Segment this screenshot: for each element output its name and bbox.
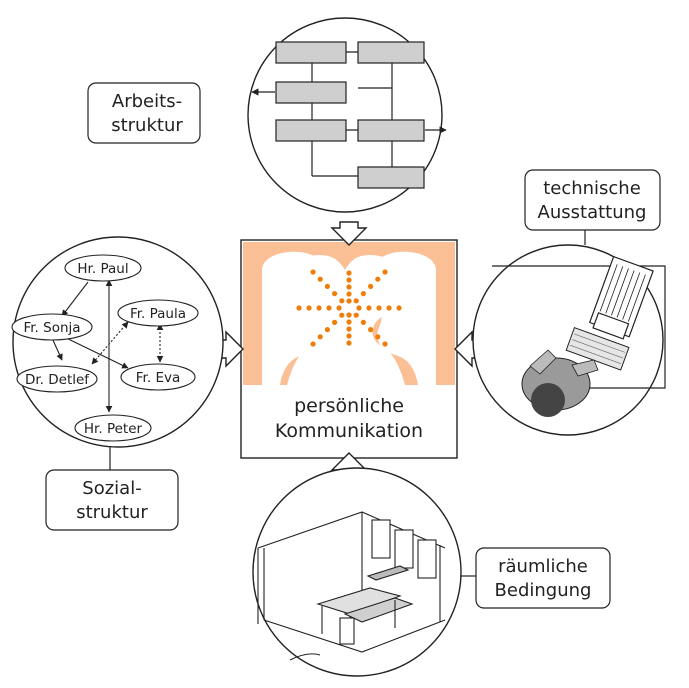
- starburst-dot: [317, 334, 323, 340]
- starburst-dot: [317, 276, 323, 282]
- starburst-dot: [346, 298, 352, 304]
- process-box: [275, 81, 347, 104]
- svg-text:Bedingung: Bedingung: [495, 580, 592, 601]
- starburst-dot: [310, 341, 316, 347]
- starburst-dot: [310, 269, 316, 275]
- starburst-dot: [324, 327, 330, 333]
- svg-text:räumliche: räumliche: [498, 556, 588, 577]
- sozialstruktur-label: Sozial- struktur: [45, 469, 179, 531]
- process-box: [275, 41, 347, 64]
- starburst-dot: [376, 305, 382, 311]
- starburst-dot: [332, 291, 338, 297]
- starburst-dot: [346, 270, 352, 276]
- starburst-dot: [324, 283, 330, 289]
- arbeitsstruktur-label: Arbeits- struktur: [87, 82, 201, 144]
- communication-starburst: [296, 269, 402, 347]
- svg-text:technische: technische: [543, 178, 641, 199]
- starburst-dot: [296, 305, 302, 311]
- starburst-dot: [360, 319, 366, 325]
- center-label-line2: Kommunikation: [275, 420, 423, 442]
- office-room-icon: [257, 511, 446, 661]
- work-structure-circle: [247, 17, 447, 213]
- starburst-dot: [356, 305, 362, 311]
- starburst-dot: [332, 319, 338, 325]
- starburst-dot: [353, 312, 359, 318]
- center-label-line1: persönliche: [294, 395, 404, 417]
- technik-label: technische Ausstattung: [524, 169, 661, 231]
- person-hr-peter: Hr. Peter: [84, 421, 143, 437]
- person-fr-eva: Fr. Eva: [136, 370, 180, 386]
- starburst-dot: [375, 334, 381, 340]
- starburst-dot: [382, 341, 388, 347]
- monitor-icon: [588, 255, 654, 340]
- starburst-dot: [360, 291, 366, 297]
- starburst-dot: [368, 327, 374, 333]
- svg-text:Ausstattung: Ausstattung: [538, 202, 647, 223]
- person-fr-paula: Fr. Paula: [130, 306, 186, 322]
- starburst-dot: [366, 305, 372, 311]
- center-communication-box: persönliche Kommunikation: [240, 239, 458, 459]
- person-icon: [521, 349, 599, 417]
- starburst-dot: [346, 284, 352, 290]
- process-box: [357, 41, 425, 64]
- starburst-dot: [346, 291, 352, 297]
- spatial-conditions-circle: [252, 467, 462, 677]
- starburst-dot: [336, 305, 342, 311]
- person-fr-sonja: Fr. Sonja: [23, 320, 80, 336]
- svg-text:Sozial-: Sozial-: [82, 478, 141, 499]
- starburst-dot: [375, 276, 381, 282]
- process-box: [357, 166, 425, 189]
- starburst-dot: [346, 333, 352, 339]
- starburst-dot: [339, 312, 345, 318]
- starburst-dot: [382, 269, 388, 275]
- svg-text:Arbeits-: Arbeits-: [112, 91, 182, 112]
- starburst-dot: [346, 326, 352, 332]
- person-hr-paul: Hr. Paul: [77, 261, 128, 277]
- technical-equipment-circle: [472, 244, 666, 436]
- raum-label: räumliche Bedingung: [475, 547, 611, 609]
- starburst-dot: [316, 305, 322, 311]
- person-dr-detlef: Dr. Detlef: [25, 372, 90, 388]
- process-box: [357, 119, 425, 142]
- starburst-dot: [353, 298, 359, 304]
- starburst-dot: [306, 305, 312, 311]
- starburst-dot: [386, 305, 392, 311]
- starburst-dot: [396, 305, 402, 311]
- svg-text:struktur: struktur: [111, 115, 183, 136]
- starburst-dot: [346, 277, 352, 283]
- process-box: [275, 119, 347, 142]
- starburst-dot: [346, 312, 352, 318]
- starburst-dot: [346, 340, 352, 346]
- starburst-dot: [326, 305, 332, 311]
- starburst-dot: [346, 319, 352, 325]
- svg-text:struktur: struktur: [76, 502, 148, 523]
- starburst-dot: [368, 283, 374, 289]
- starburst-dot: [339, 298, 345, 304]
- social-structure-circle: Hr. Paul Fr. Sonja Fr. Paula Dr. Detlef …: [11, 236, 224, 448]
